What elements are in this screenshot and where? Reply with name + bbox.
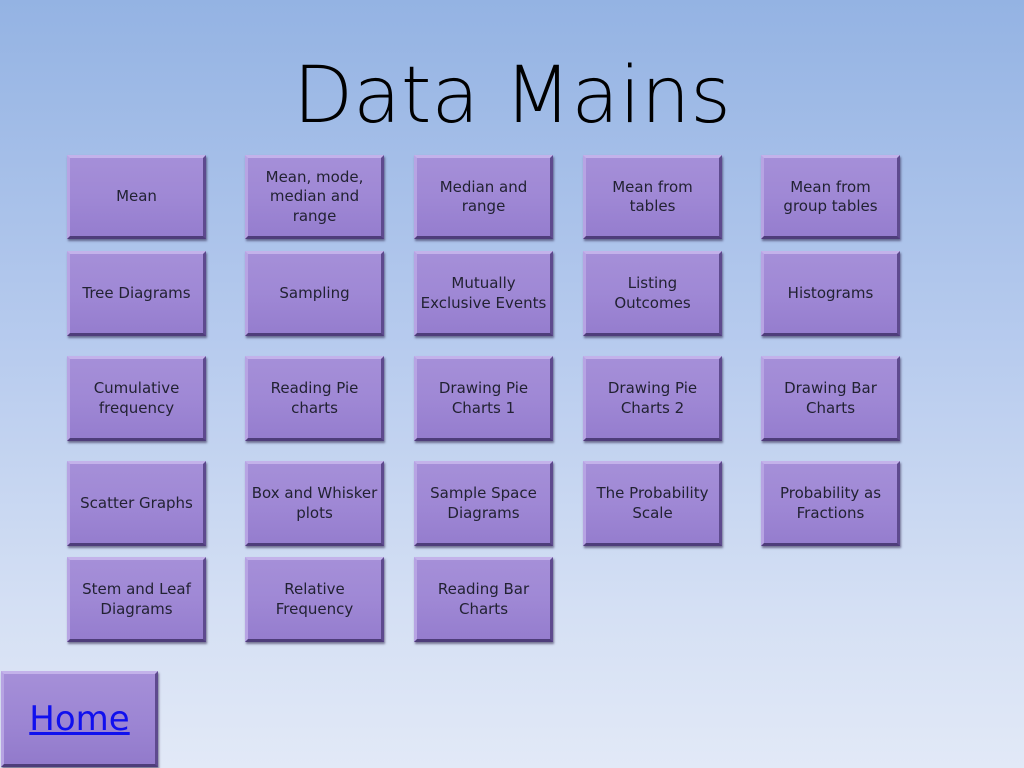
tile-label: Mean from tables [612, 177, 693, 216]
tile-label: Sampling [279, 283, 350, 302]
tile-label: Scatter Graphs [80, 493, 193, 512]
tile-mutually-exclusive-events[interactable]: Mutually Exclusive Events [414, 251, 553, 336]
tile-cumulative-frequency[interactable]: Cumulative frequency [67, 356, 206, 441]
tile-label: Tree Diagrams [82, 283, 191, 302]
tile-mean-from-tables[interactable]: Mean from tables [583, 155, 722, 239]
tile-relative-frequency[interactable]: Relative Frequency [245, 557, 384, 642]
tile-drawing-pie-charts-2[interactable]: Drawing Pie Charts 2 [583, 356, 722, 441]
home-button[interactable]: Home [1, 671, 158, 767]
tile-label: Reading Bar Charts [437, 580, 530, 618]
tile-mean-mode-median-range[interactable]: Mean, mode, median and range [245, 155, 384, 239]
tile-sample-space-diagrams[interactable]: Sample Space Diagrams [414, 461, 553, 546]
tile-label: Drawing Bar Charts [784, 379, 877, 417]
tile-mean-from-group-tables[interactable]: Mean from group tables [761, 155, 900, 239]
tile-label: Mutually Exclusive Events [420, 274, 547, 312]
tile-median-and-range[interactable]: Median and range [414, 155, 553, 239]
tile-label: Drawing Pie Charts 1 [438, 379, 529, 417]
tile-probability-as-fractions[interactable]: Probability as Fractions [761, 461, 900, 546]
tile-scatter-graphs[interactable]: Scatter Graphs [67, 461, 206, 546]
tile-listing-outcomes[interactable]: Listing Outcomes [583, 251, 722, 336]
tile-sampling[interactable]: Sampling [245, 251, 384, 336]
tile-drawing-bar-charts[interactable]: Drawing Bar Charts [761, 356, 900, 441]
tile-label: Median and range [439, 177, 528, 216]
tile-drawing-pie-charts-1[interactable]: Drawing Pie Charts 1 [414, 356, 553, 441]
tile-label: Mean from group tables [783, 177, 878, 216]
tile-label: Reading Pie charts [270, 379, 359, 417]
tile-label: Mean, mode, median and range [265, 167, 364, 225]
tile-tree-diagrams[interactable]: Tree Diagrams [67, 251, 206, 336]
tile-label: Listing Outcomes [614, 274, 691, 312]
tile-box-and-whisker-plots[interactable]: Box and Whisker plots [245, 461, 384, 546]
tile-label: The Probability Scale [596, 484, 709, 522]
tile-reading-pie-charts[interactable]: Reading Pie charts [245, 356, 384, 441]
tile-label: Histograms [787, 283, 874, 302]
tile-reading-bar-charts[interactable]: Reading Bar Charts [414, 557, 553, 642]
tile-the-probability-scale[interactable]: The Probability Scale [583, 461, 722, 546]
page-title: Data Mains [293, 51, 731, 141]
tile-label: Stem and Leaf Diagrams [82, 580, 191, 618]
tile-histograms[interactable]: Histograms [761, 251, 900, 336]
tile-label: Mean [116, 187, 157, 206]
tile-label: Cumulative frequency [93, 379, 180, 417]
home-link[interactable]: Home [29, 699, 130, 739]
tile-label: Relative Frequency [275, 580, 354, 618]
tile-mean[interactable]: Mean [67, 155, 206, 239]
tile-label: Sample Space Diagrams [430, 484, 537, 522]
tile-label: Box and Whisker plots [251, 484, 378, 522]
tile-label: Probability as Fractions [779, 484, 882, 522]
tile-label: Drawing Pie Charts 2 [607, 379, 698, 417]
tile-stem-and-leaf-diagrams[interactable]: Stem and Leaf Diagrams [67, 557, 206, 642]
